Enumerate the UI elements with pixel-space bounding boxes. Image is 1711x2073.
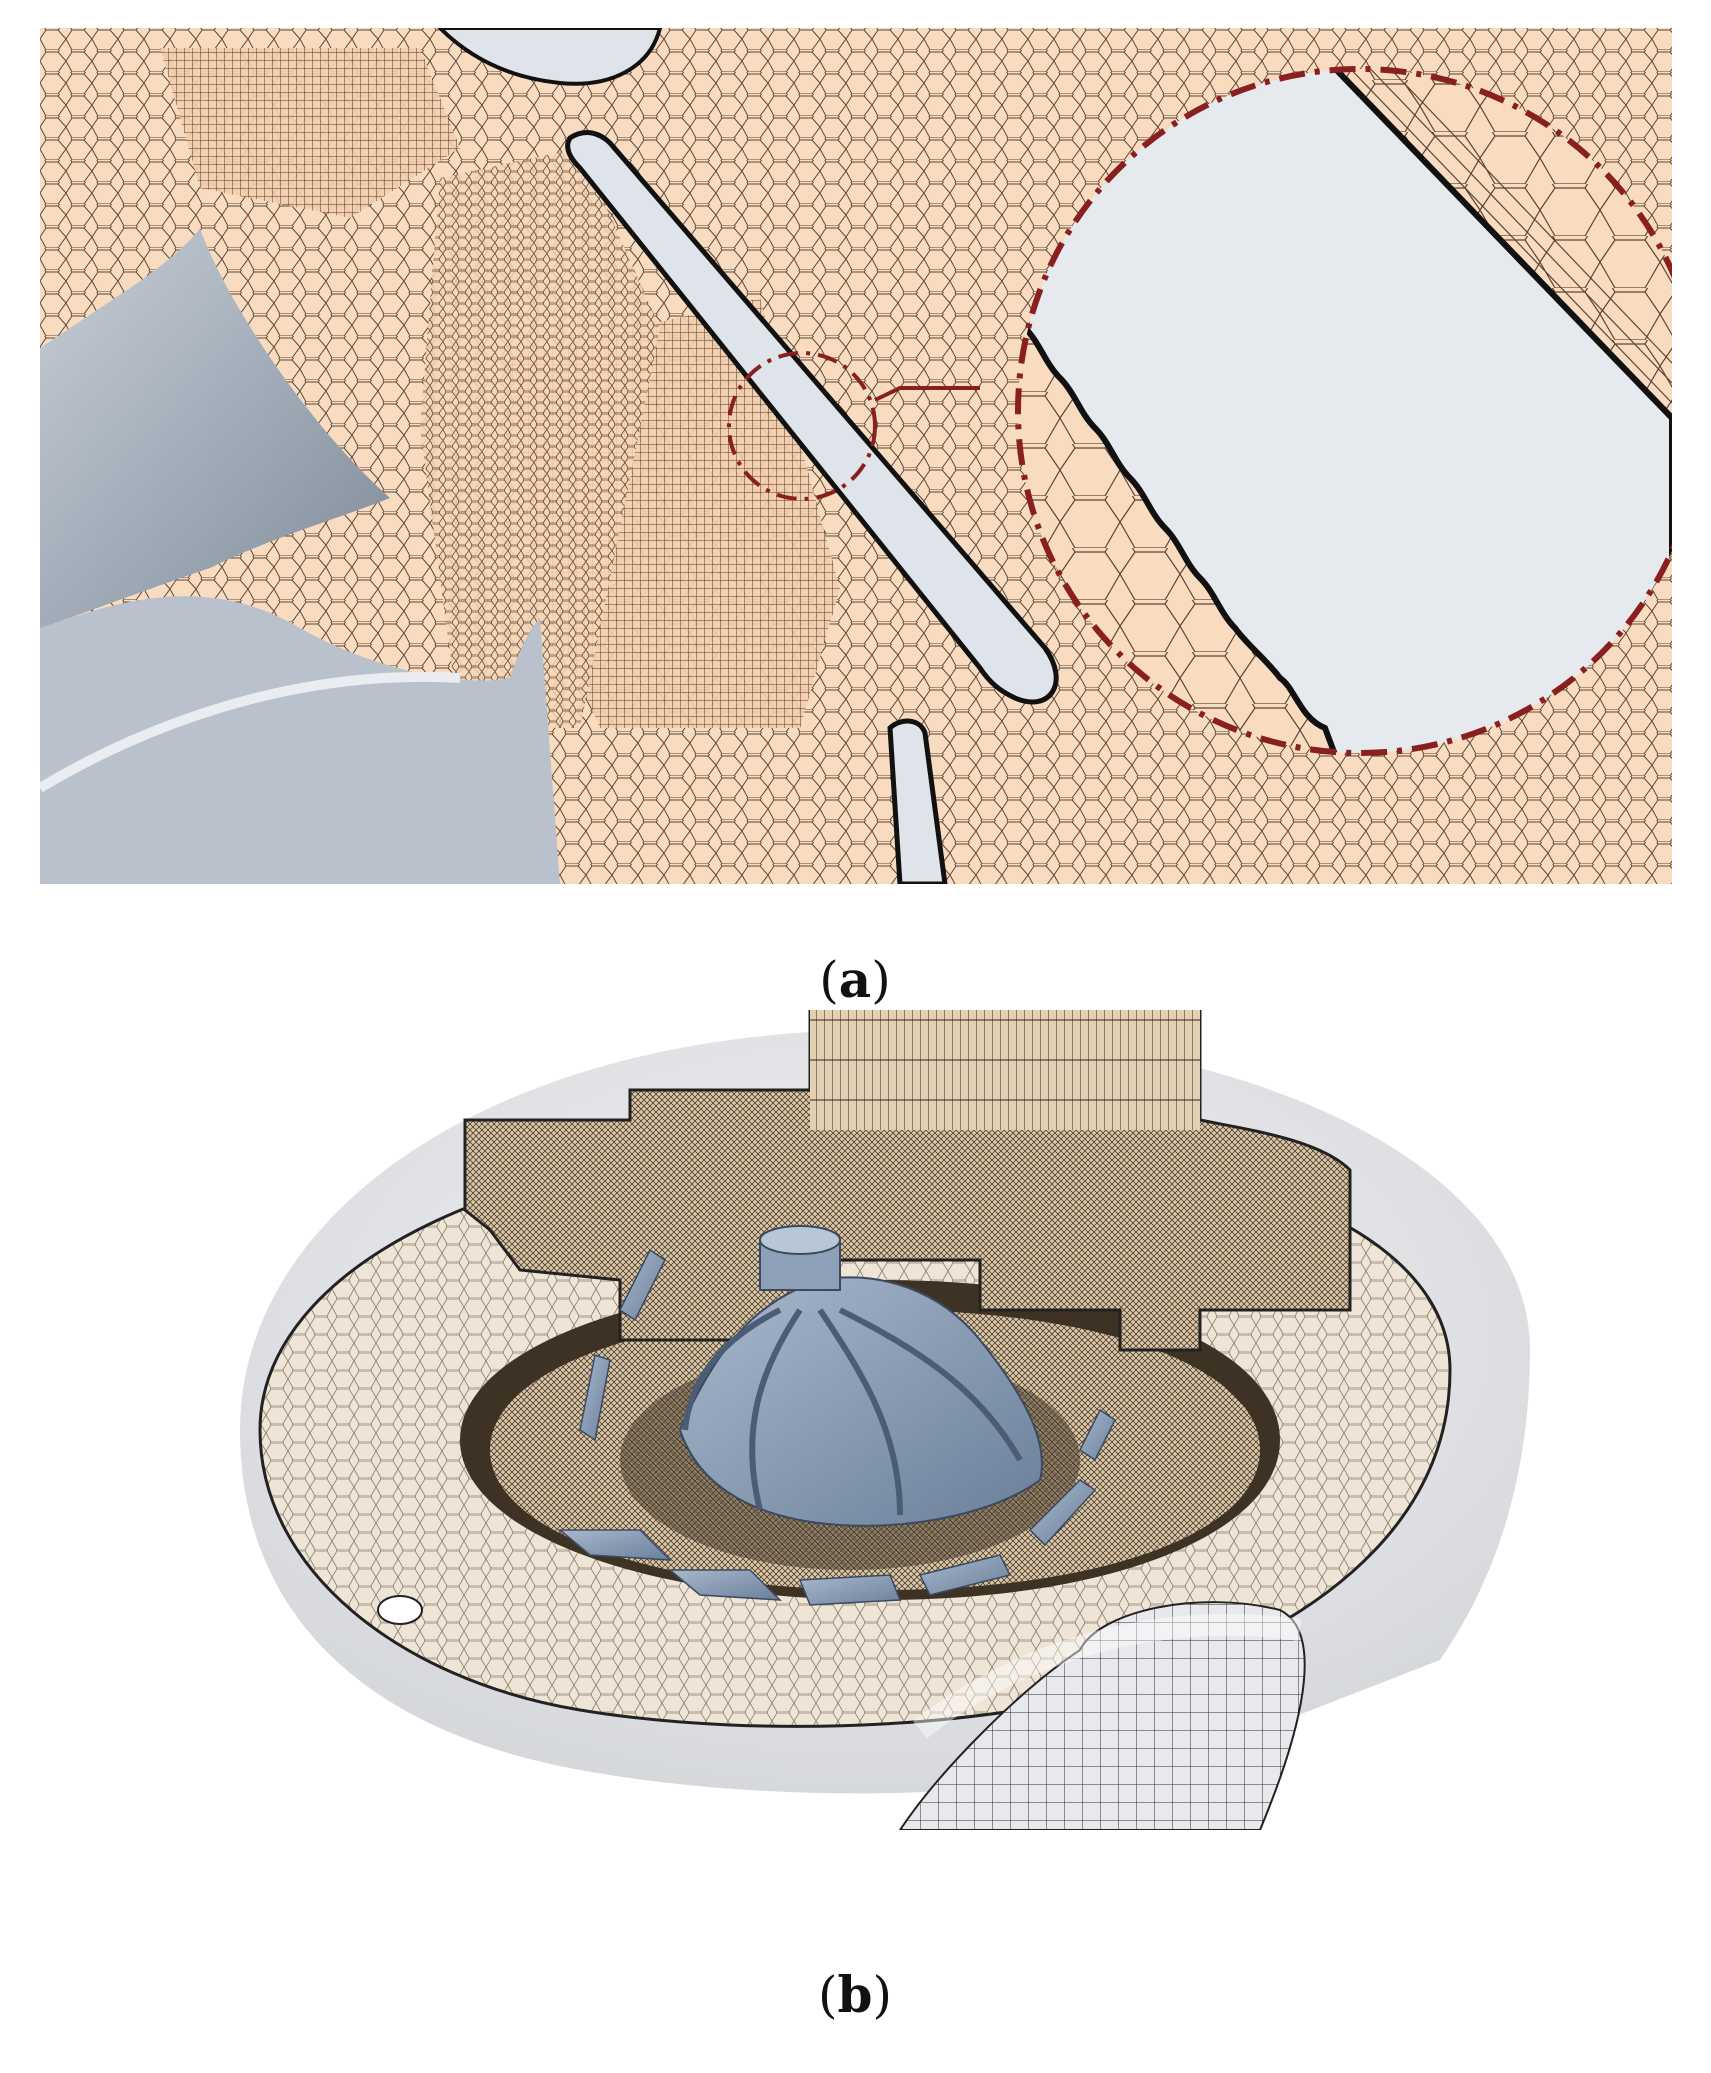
outlet-hole: [377, 1595, 423, 1625]
magnified-view: [1018, 69, 1672, 753]
structured-mesh-region-top: [160, 48, 460, 218]
impeller-icon: [678, 1225, 1043, 1527]
zoom-connector-line: [874, 386, 980, 402]
inlet-structured-mesh: [810, 1010, 1200, 1130]
zoom-circle: [1015, 66, 1672, 756]
panel-b-3d-mesh-view: [200, 1010, 1560, 1830]
left-vane-solid: [40, 228, 390, 628]
lower-blade-tip: [887, 718, 948, 884]
lower-left-solid: [40, 596, 560, 884]
panel-a-svg: [40, 28, 1672, 884]
caption-a: (a): [819, 950, 891, 1009]
outlet-pipe-mesh: [898, 1601, 1306, 1830]
zoom-origin-circle: [727, 351, 877, 501]
top-solid-part: [437, 28, 663, 86]
panel-a-mesh-closeup: [40, 28, 1672, 884]
caption-b: (b): [818, 1965, 892, 2024]
panel-b-svg: [240, 1010, 1530, 1830]
refined-mesh-band: [420, 148, 660, 728]
diffuser-vanes: [557, 1248, 1116, 1606]
solid-highlight: [40, 671, 461, 793]
shell-highlight: [913, 1613, 1302, 1739]
center-blade: [565, 130, 1059, 705]
